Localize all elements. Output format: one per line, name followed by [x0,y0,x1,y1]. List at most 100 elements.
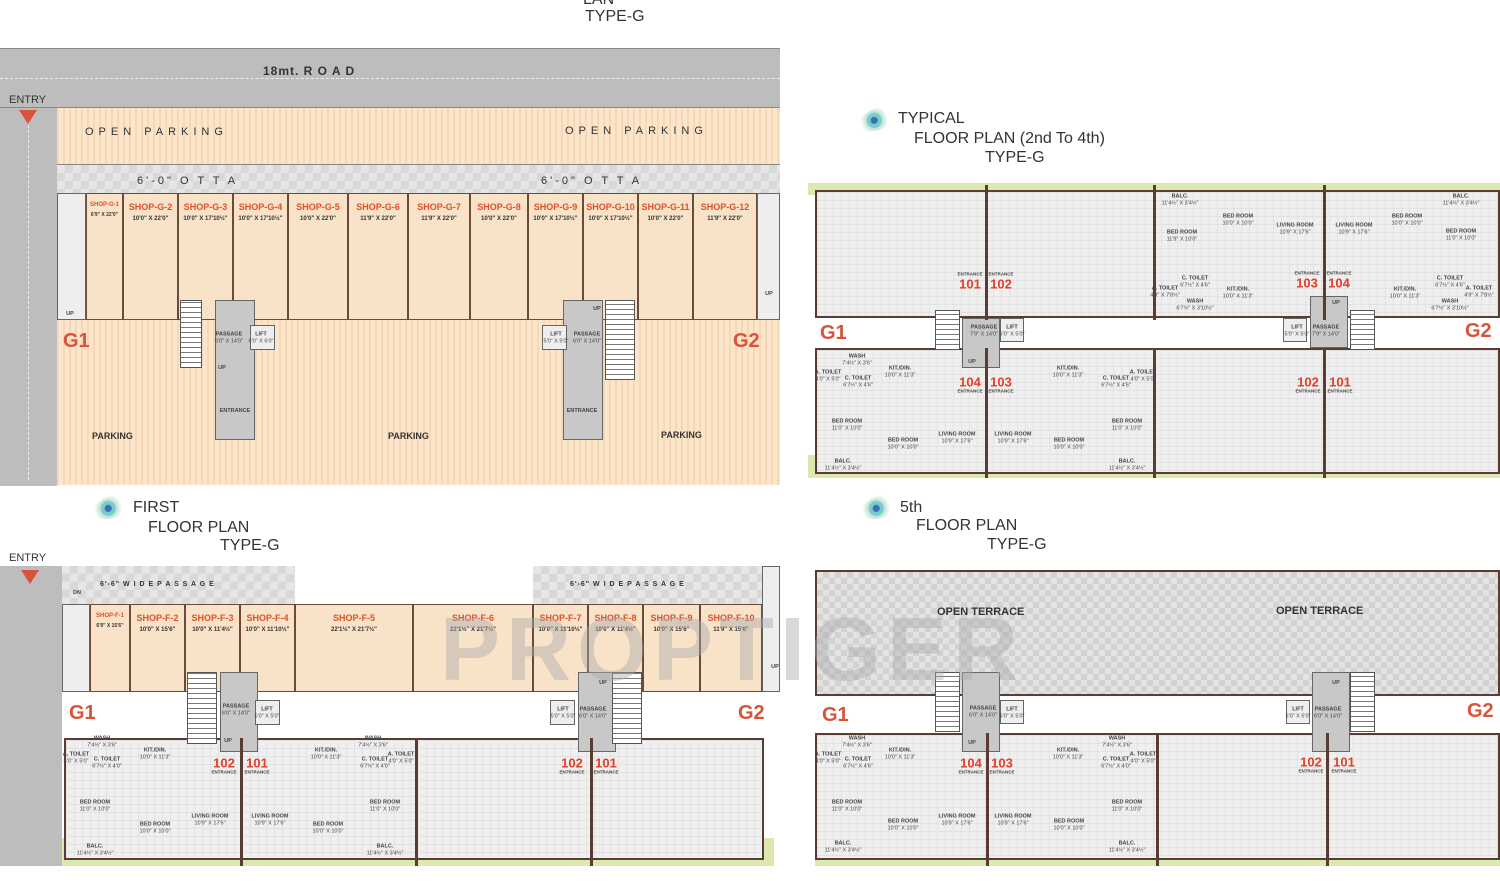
entrance-label: ENTRANCE [559,769,585,775]
wall [240,738,243,866]
fifth-title-2: FLOOR PLAN [916,517,1018,534]
room-name: KIT./DIN. [1226,286,1250,293]
wing-label-g1: G1 [69,702,96,724]
shop-name: SHOP-F-9 [650,613,693,623]
room-name: LIVING ROOM [938,431,976,438]
room-name: BALC. [834,840,852,847]
room-name: LIFT [255,331,267,338]
room-name: ENTRANCE [566,407,598,414]
room-name: UP [968,739,976,746]
shop-dimensions: 10'0" X 17'10½" [238,216,283,222]
room-name: PASSAGE [222,703,250,710]
passage-label: 6'-6" W I D E P A S S A G E [570,581,685,588]
parking-label: PARKING [661,430,702,440]
flat-number-text: 103 [1296,275,1318,291]
room-dimensions: 6'7½" X 3'10½" [1431,305,1469,311]
room-dimensions: 10'0" X 10'0" [1053,825,1085,831]
wing-label-g2: G2 [733,330,760,352]
room-name: C. TOILET [844,756,872,763]
room-name: BED ROOM [887,818,919,825]
room-dimensions: 10'0" X 10'0" [1222,220,1254,226]
flat-number-text: 102 [1300,754,1322,770]
flat-number-text: 103 [990,374,1012,390]
room-dimensions: 5'0" X 5'0" [1285,713,1311,719]
room-dimensions: 7'4½" X 3'6" [842,360,872,366]
lift [1283,318,1307,342]
typical-title-3: TYPE-G [985,149,1045,166]
room-dimensions: 6'7½" X 4'6" [1101,382,1131,388]
stair-left [57,193,86,320]
room-name: WASH [93,735,111,742]
room-dimensions: 10'0" X 10'0" [887,444,919,450]
room-label: BALC.11'4½" X 3'4½" [1109,841,1146,854]
shop-name: SHOP-G-5 [296,202,340,212]
entrance-label: ENTRANCE [1327,388,1353,394]
staircase [935,672,960,732]
room-name: C. TOILET [844,375,872,382]
staircase [180,300,202,368]
road-label: 18mt. R O A D [263,64,356,78]
room-name: PASSAGE [579,706,607,713]
entrance-label: ENTRANCE [988,271,1014,277]
room-dimensions: 7'9" X 14'0" [969,331,999,337]
room-dimensions: 6'0" X 14'0" [578,713,608,719]
room-name: LIFT [1006,324,1018,331]
room-name: LIVING ROOM [1335,222,1373,229]
room-dimensions: 5'0" X 5'0" [999,331,1025,337]
room-name: UP [765,290,773,297]
entrance-label: ENTRANCE [958,769,984,775]
room-name: A. TOILET [1465,285,1493,292]
stair-right [762,566,780,692]
open-terrace [815,570,1500,696]
room-label: UP [66,311,74,318]
shop-name: SHOP-F-4 [246,613,289,623]
room-name: BALC. [1171,193,1189,200]
room-label: BALC.11'4½" X 3'4½" [367,844,404,857]
lift [255,700,280,725]
staircase [1350,672,1375,732]
